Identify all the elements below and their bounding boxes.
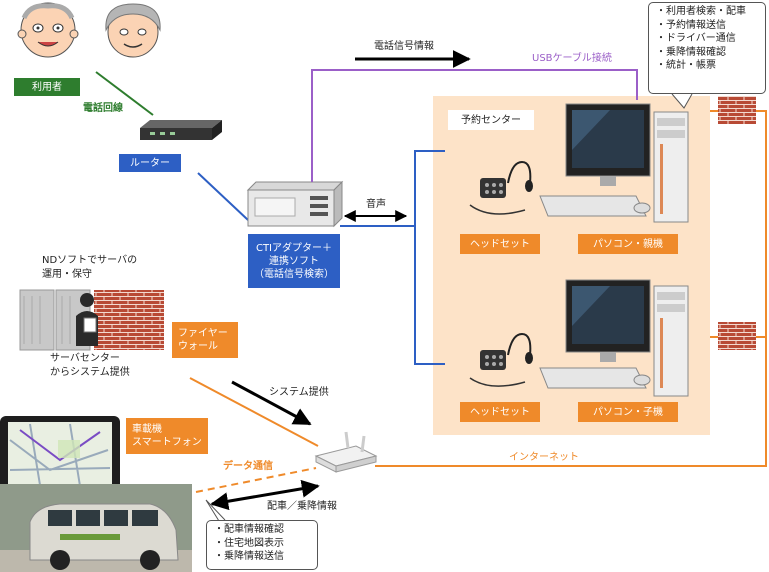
nd-soft-line-2: 運用・保守 — [42, 268, 92, 280]
vehicle-function-item: ・乗降情報送信 — [214, 551, 284, 562]
tablet-map-icon — [0, 416, 120, 493]
firewall-brick-icon-2 — [718, 322, 756, 350]
voice-label: 音声 — [366, 199, 386, 210]
router-label: ルーター — [119, 154, 181, 172]
pc-child-label: パソコン・子機 — [578, 402, 678, 422]
usb-cable-line — [311, 69, 638, 182]
firewall-line-2: ウォール — [178, 341, 218, 352]
vehicle-function-item: ・配車情報確認 — [214, 524, 284, 535]
router-icon — [140, 120, 222, 140]
pc-function-item: ・統計・帳票 — [656, 60, 716, 71]
dispatch-arrow — [210, 479, 320, 511]
elderly-woman-icon — [105, 3, 161, 58]
cti-label-box: CTIアダプター＋ 連携ソフト （電話信号検索） — [248, 234, 340, 288]
reservation-center-label: 予約センター — [448, 110, 534, 130]
nd-soft-line-1: NDソフトでサーバの — [42, 255, 138, 266]
headset-2-label: ヘッドセット — [460, 402, 540, 422]
firewall-line-1: ファイヤー — [178, 328, 228, 339]
pc-child-icon — [539, 279, 689, 397]
cti-adapter-icon — [246, 180, 344, 228]
operator-person-icon — [76, 293, 98, 346]
vehicle-function-item: ・住宅地図表示 — [214, 537, 284, 549]
elderly-man-icon — [17, 2, 79, 58]
vehicle-label-box: 車載機 スマートフォン — [126, 418, 208, 454]
center-bracket-line — [414, 150, 445, 365]
data-comm-label: データ通信 — [223, 461, 273, 472]
pc-function-item: ・予約情報送信 — [656, 19, 726, 31]
server-wifi-line — [189, 377, 319, 447]
usb-label: USBケーブル接続 — [532, 53, 612, 64]
headset-2-icon — [469, 332, 533, 387]
server-center-line-2: からシステム提供 — [50, 366, 130, 378]
cti-label-line-2: 連携ソフト — [269, 255, 319, 267]
server-center-label: サーバセンター からシステム提供 — [50, 352, 130, 379]
firewall-brick-icon-1 — [718, 96, 756, 124]
server-firewall-brick-icon — [94, 290, 164, 350]
router-cti-line — [197, 172, 249, 221]
nd-soft-label: NDソフトでサーバの 運用・保守 — [42, 254, 137, 281]
firewall-label-box: ファイヤー ウォール — [172, 322, 238, 358]
pc-callout-tail — [671, 93, 693, 109]
vehicle-functions-callout: ・配車情報確認 ・住宅地図表示 ・乗降情報送信 — [206, 520, 318, 570]
headset-1-label: ヘッドセット — [460, 234, 540, 254]
pc-parent-icon — [539, 103, 689, 223]
phone-signal-label: 電話信号情報 — [374, 41, 434, 52]
system-provision-label: システム提供 — [269, 387, 329, 398]
van-icon — [0, 484, 192, 572]
pc-functions-callout: ・利用者検索・配車 ・予約情報送信 ・ドライバー通信 ・乗降情報確認 ・統計・帳… — [648, 2, 766, 94]
pc-function-item: ・ドライバー通信 — [656, 33, 736, 44]
vehicle-line-2: スマートフォン — [132, 437, 202, 448]
system-provision-arrow — [231, 380, 312, 426]
server-center-line-1: サーバセンター — [50, 353, 120, 364]
cti-label-line-3: （電話信号検索） — [254, 268, 334, 280]
headset-1-icon — [469, 160, 533, 215]
phone-line — [95, 71, 154, 116]
phone-line-label: 電話回線 — [83, 103, 123, 114]
vehicle-line-1: 車載機 — [132, 424, 162, 435]
pc-function-item: ・乗降情報確認 — [656, 46, 726, 58]
dispatch-label: 配車／乗降情報 — [267, 501, 337, 512]
cti-label-line-1: CTIアダプター＋ — [255, 242, 333, 254]
pc-parent-label: パソコン・親機 — [578, 234, 678, 254]
users-label: 利用者 — [14, 78, 80, 96]
pc-function-item: ・利用者検索・配車 — [656, 6, 746, 17]
internet-label: インターネット — [509, 452, 579, 463]
wifi-router-icon — [314, 431, 378, 473]
